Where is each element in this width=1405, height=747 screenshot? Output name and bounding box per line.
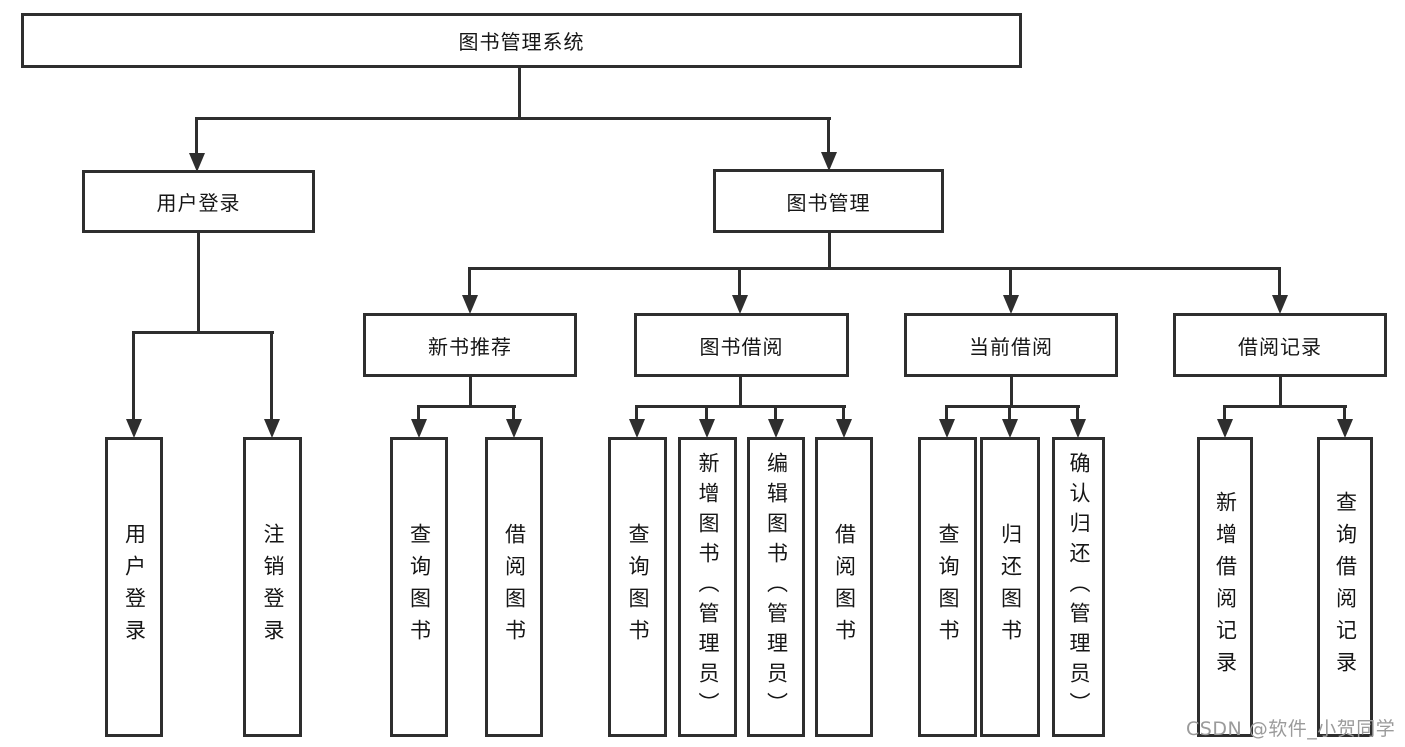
arrow-down-icon xyxy=(263,331,281,438)
leaf-borrow-books: 借阅图书 xyxy=(485,437,543,737)
node-label: 查询图书 xyxy=(936,523,960,651)
node-label: 归还图书 xyxy=(998,523,1023,651)
node-label: 查询图书 xyxy=(626,523,650,651)
node-book-borrow: 图书借阅 xyxy=(634,313,849,377)
node-label: 图书借阅 xyxy=(699,334,784,359)
leaf-query-books: 查询图书 xyxy=(608,437,667,737)
connector-nbr-stem xyxy=(469,377,472,408)
node-label: 查询借阅记录 xyxy=(1333,491,1358,683)
csdn-watermark: CSDN @软件_小贺同学 xyxy=(1186,718,1396,740)
leaf-borrow-books: 借阅图书 xyxy=(815,437,873,737)
arrow-down-icon xyxy=(1271,267,1289,314)
arrow-down-icon xyxy=(938,405,956,438)
node-label: 当前借阅 xyxy=(969,334,1053,359)
node-book-management: 图书管理 xyxy=(713,169,944,233)
connector-root-stem xyxy=(518,68,521,119)
arrow-down-icon xyxy=(188,117,206,172)
connector-cb-stem xyxy=(1010,377,1013,408)
node-label: 用户登录 xyxy=(122,523,147,651)
arrow-down-icon xyxy=(820,117,838,171)
leaf-edit-books-admin: 编辑图书（管理员） xyxy=(747,437,805,737)
arrow-down-icon xyxy=(698,405,716,438)
connector-bookmgmt-stem xyxy=(828,233,831,270)
leaf-user-login: 用户登录 xyxy=(105,437,163,737)
connector-br-stem xyxy=(1279,377,1282,408)
node-label: 查询图书 xyxy=(407,523,432,651)
arrow-down-icon xyxy=(461,267,479,314)
arrow-down-icon xyxy=(628,405,646,438)
arrow-down-icon xyxy=(731,267,749,314)
node-label: 借阅图书 xyxy=(502,523,527,651)
node-library-management-system: 图书管理系统 xyxy=(21,13,1022,68)
arrow-down-icon xyxy=(767,405,785,438)
node-borrow-record: 借阅记录 xyxy=(1173,313,1387,377)
node-label: 新书推荐 xyxy=(428,334,512,359)
leaf-logout: 注销登录 xyxy=(243,437,302,737)
node-new-book-recommend: 新书推荐 xyxy=(363,313,577,377)
connector-nbr-bus xyxy=(417,405,516,408)
node-label: 新增图书（管理员） xyxy=(696,452,720,722)
node-label: 注销登录 xyxy=(261,523,285,651)
leaf-query-books: 查询图书 xyxy=(390,437,448,737)
connector-userlogin-bus xyxy=(132,331,274,334)
leaf-return-books: 归还图书 xyxy=(980,437,1040,737)
node-label: 图书管理系统 xyxy=(458,30,585,54)
node-label: 借阅图书 xyxy=(832,523,857,651)
arrow-down-icon xyxy=(125,331,143,438)
connector-cb-bus xyxy=(945,405,1080,408)
arrow-down-icon xyxy=(835,405,853,438)
node-label: 图书管理 xyxy=(786,190,871,215)
arrow-down-icon xyxy=(505,405,523,438)
node-label: 确认归还（管理员） xyxy=(1067,452,1091,722)
arrow-down-icon xyxy=(1336,405,1354,438)
arrow-down-icon xyxy=(1069,405,1087,438)
arrow-down-icon xyxy=(410,405,428,438)
arrow-down-icon xyxy=(1001,405,1019,438)
node-label: 编辑图书（管理员） xyxy=(764,452,789,722)
leaf-confirm-return-admin: 确认归还（管理员） xyxy=(1052,437,1105,737)
arrow-down-icon xyxy=(1002,267,1020,314)
node-label: 用户登录 xyxy=(156,191,241,215)
arrow-down-icon xyxy=(1216,405,1234,438)
node-label: 新增借阅记录 xyxy=(1213,491,1238,683)
connector-level2-bus xyxy=(196,117,831,120)
node-label: 借阅记录 xyxy=(1238,334,1322,359)
leaf-query-borrow-record: 查询借阅记录 xyxy=(1317,437,1373,737)
leaf-add-books-admin: 新增图书（管理员） xyxy=(678,437,737,737)
node-current-borrow: 当前借阅 xyxy=(904,313,1118,377)
node-user-login: 用户登录 xyxy=(82,170,315,233)
connector-level3-bus xyxy=(468,267,1281,270)
connector-userlogin-stem xyxy=(197,233,200,334)
connector-br-bus xyxy=(1223,405,1347,408)
leaf-query-books: 查询图书 xyxy=(918,437,977,737)
leaf-add-borrow-record: 新增借阅记录 xyxy=(1197,437,1253,737)
connector-bb-stem xyxy=(739,377,742,408)
connector-bb-bus xyxy=(635,405,846,408)
